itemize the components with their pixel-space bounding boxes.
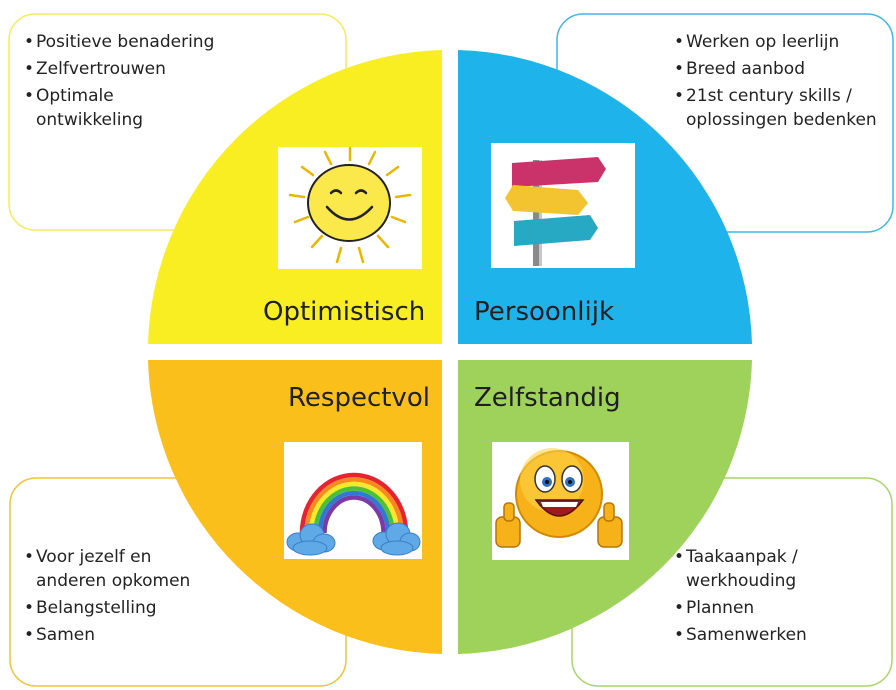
bullet-item: Breed aanbod [674, 57, 884, 81]
bullet-item: Positieve benadering [24, 30, 239, 54]
bullets-top-left: Positieve benadering Zelfvertrouwen Opti… [24, 30, 239, 135]
bullet-item: Samenwerken [674, 623, 844, 647]
sun-icon [278, 146, 422, 269]
thumbs-up-smiley-icon [492, 442, 629, 560]
bullet-item: Zelfvertrouwen [24, 57, 239, 81]
bullet-item: Werken op leerlijn [674, 30, 884, 54]
bullets-bottom-right: Taakaanpak / werkhouding Plannen Samenwe… [674, 545, 844, 650]
label-respectvol: Respectvol [288, 383, 430, 413]
bullet-item: Plannen [674, 596, 844, 620]
label-optimistisch: Optimistisch [263, 297, 426, 327]
signpost-icon [491, 143, 635, 268]
bullet-item: Samen [24, 623, 224, 647]
bullet-item: 21st century skills / oplossingen bedenk… [674, 84, 884, 132]
bullets-bottom-left: Voor jezelf en anderen opkomen Belangste… [24, 545, 224, 650]
label-zelfstandig: Zelfstandig [474, 383, 621, 413]
bullet-item: Voor jezelf en anderen opkomen [24, 545, 224, 593]
bullet-item: Taakaanpak / werkhouding [674, 545, 816, 593]
label-persoonlijk: Persoonlijk [474, 297, 615, 327]
bullets-top-right: Werken op leerlijn Breed aanbod 21st cen… [674, 30, 884, 135]
bullet-item: Optimale ontwikkeling [24, 84, 156, 132]
rainbow-icon [284, 442, 422, 559]
bullet-item: Belangstelling [24, 596, 224, 620]
